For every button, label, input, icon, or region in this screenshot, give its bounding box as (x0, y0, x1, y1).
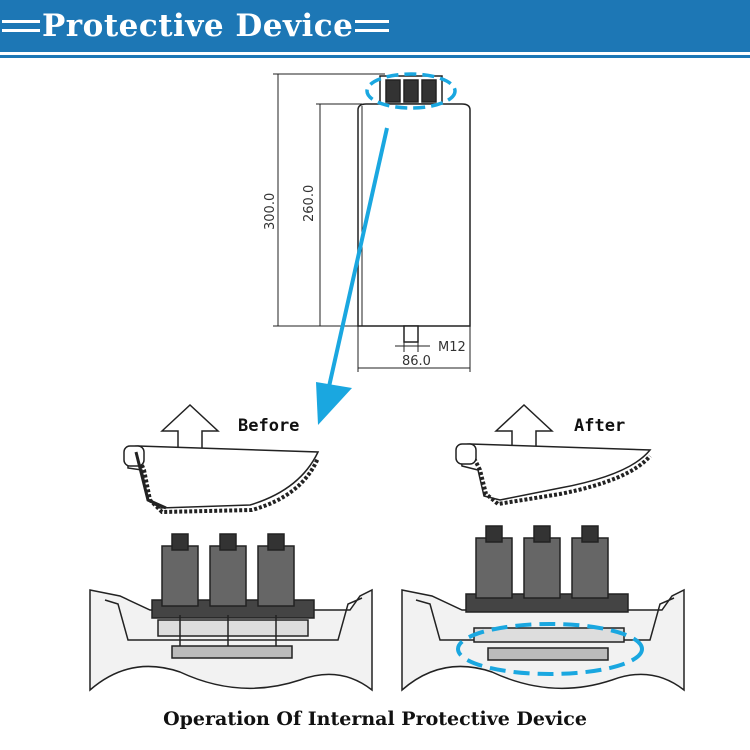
header-title-group: Protective Device (0, 6, 391, 46)
pointer-arrow-shaft (324, 127, 389, 401)
disconnect-highlight-ellipse (456, 622, 644, 676)
up-arrow-before (160, 403, 220, 463)
dim-total-height: 300.0 (263, 193, 278, 230)
mounting-stud (403, 325, 419, 343)
decorative-double-rule-right (355, 20, 390, 32)
terminal-2 (403, 79, 419, 103)
lid-before (123, 403, 320, 515)
terminal-3 (421, 79, 437, 103)
dim-body-height: 260.0 (302, 185, 317, 222)
figure-caption: Operation Of Internal Protective Device (163, 708, 587, 730)
page-title: Protective Device (42, 8, 354, 44)
terminal-highlight-ellipse (365, 72, 457, 110)
terminal-1 (385, 79, 401, 103)
pointer-arrow-head (316, 382, 352, 425)
lid-after (455, 403, 652, 507)
decorative-double-rule-left (2, 20, 40, 32)
label-before: Before (238, 416, 300, 436)
dim-width: 86.0 (402, 354, 431, 369)
capacitor-drawing (273, 73, 471, 372)
dim-thread: M12 (438, 340, 466, 355)
cross-section-before (89, 533, 373, 692)
header-underline (0, 52, 750, 55)
label-after: After (574, 416, 626, 436)
cross-section-after (401, 525, 685, 692)
capacitor-body (357, 103, 471, 327)
header-banner: Protective Device (0, 0, 750, 58)
